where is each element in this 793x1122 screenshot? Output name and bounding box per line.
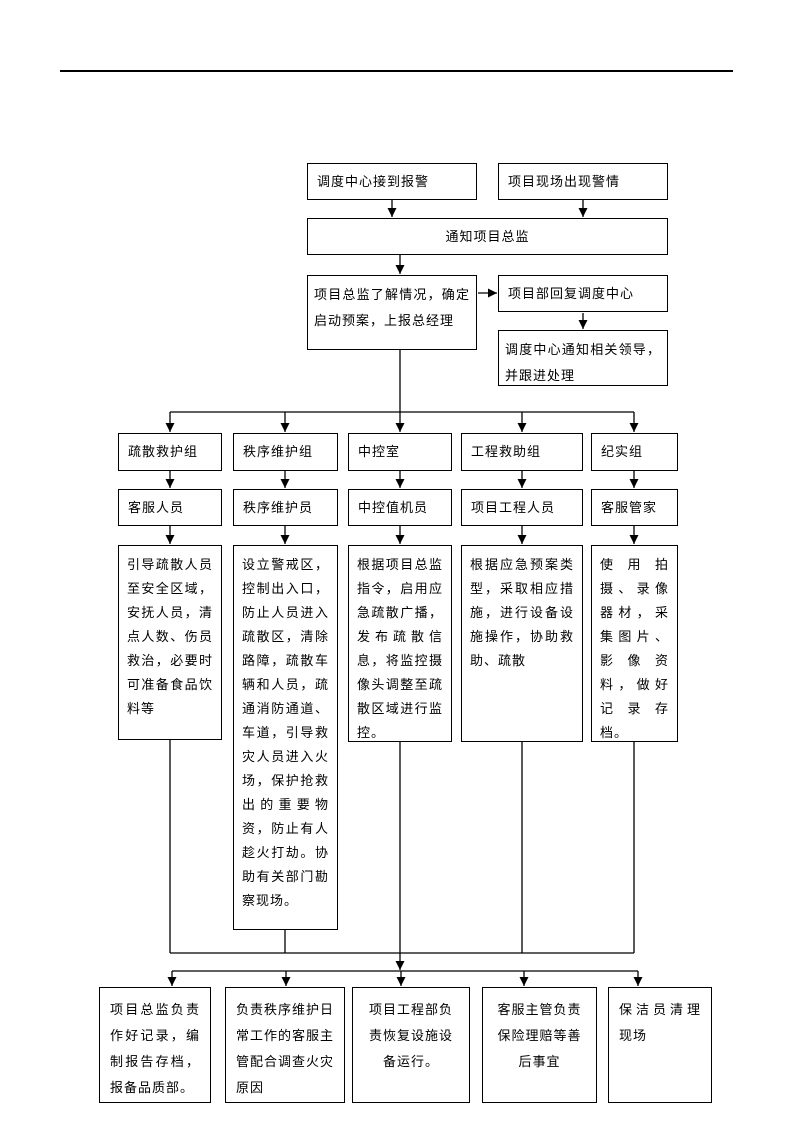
- node-label: 客服主管负责保险理赔等善后事宜: [497, 1002, 582, 1069]
- node-label: 疏散救护组: [128, 444, 199, 459]
- node-label: 根据应急预案类型，采取相应措施，进行设备设施操作，协助救助、疏散: [470, 557, 574, 668]
- node-label: 引导疏散人员至安全区域，安抚人员，清点人数、伤员救治，必要时可准备食品饮料等: [127, 557, 213, 716]
- node-dispatch-center-alarm: 调度中心接到报警: [307, 163, 477, 200]
- node-site-alarm: 项目现场出现警情: [498, 163, 668, 200]
- node-group-documentation: 纪实组: [591, 433, 678, 471]
- node-label: 负责秩序维护日常工作的客服主管配合调查火灾原因: [236, 1002, 335, 1095]
- node-role-control-operator: 中控值机员: [348, 489, 452, 526]
- node-dispatch-followup: 调度中心通知相关领导，并跟进处理: [498, 330, 668, 386]
- node-label: 客服管家: [601, 499, 658, 515]
- node-label: 项目总监了解情况，确定启动预案，上报总经理: [314, 287, 470, 328]
- node-label: 工程救助组: [471, 444, 542, 459]
- node-label: 秩序维护组: [243, 444, 314, 459]
- node-duty-documentation: 使用拍摄、录像器材，采集图片、影像资料，做好记录存档。: [591, 545, 678, 742]
- node-group-control-room: 中控室: [348, 433, 452, 471]
- node-director-assess: 项目总监了解情况，确定启动预案，上报总经理: [307, 275, 477, 350]
- node-notify-director: 通知项目总监: [307, 218, 668, 255]
- node-label: 根据项目总监指令，启用应急疏散广播，发布疏散信息，将监控摄像头调整至疏散区域进行…: [357, 557, 443, 740]
- node-reply-dispatch-center: 项目部回复调度中心: [498, 275, 668, 312]
- node-aftermath-insurance: 客服主管负责保险理赔等善后事宜: [482, 987, 597, 1103]
- node-aftermath-records: 项目总监负责作好记录，编制报告存档，报备品质部。: [99, 987, 211, 1103]
- node-label: 调度中心接到报警: [317, 173, 430, 189]
- node-role-service-butler: 客服管家: [591, 489, 678, 526]
- node-group-engineering-aid: 工程救助组: [461, 433, 583, 471]
- node-label: 纪实组: [601, 444, 644, 459]
- node-role-project-engineer: 项目工程人员: [461, 489, 583, 526]
- header-rule: [60, 70, 733, 72]
- node-label: 使用拍摄、录像器材，采集图片、影像资料，做好记录存档。: [600, 557, 669, 740]
- node-aftermath-investigation: 负责秩序维护日常工作的客服主管配合调查火灾原因: [225, 987, 345, 1103]
- node-label: 项目部回复调度中心: [508, 285, 635, 301]
- node-label: 中控室: [358, 444, 401, 459]
- node-label: 通知项目总监: [445, 228, 530, 244]
- node-group-evacuation-rescue: 疏散救护组: [118, 433, 222, 471]
- node-label: 设立警戒区，控制出入口，防止人员进入疏散区，清除路障，疏散车辆和人员，疏通消防通…: [242, 557, 329, 908]
- node-label: 中控值机员: [358, 499, 429, 515]
- node-label: 客服人员: [128, 499, 185, 515]
- node-label: 项目工程部负责恢复设施设备运行。: [368, 1002, 453, 1069]
- node-role-order-keeper: 秩序维护员: [233, 489, 338, 526]
- node-label: 项目现场出现警情: [508, 173, 621, 189]
- node-label: 项目工程人员: [471, 499, 556, 515]
- node-role-customer-service: 客服人员: [118, 489, 222, 526]
- node-duty-evacuation: 引导疏散人员至安全区域，安抚人员，清点人数、伤员救治，必要时可准备食品饮料等: [118, 545, 222, 740]
- node-aftermath-restore-equipment: 项目工程部负责恢复设施设备运行。: [352, 987, 470, 1103]
- node-label: 调度中心通知相关领导，并跟进处理: [505, 342, 661, 383]
- node-group-order-maintenance: 秩序维护组: [233, 433, 338, 471]
- node-duty-engineering: 根据应急预案类型，采取相应措施，进行设备设施操作，协助救助、疏散: [461, 545, 583, 742]
- node-label: 项目总监负责作好记录，编制报告存档，报备品质部。: [110, 1002, 200, 1095]
- node-duty-order: 设立警戒区，控制出入口，防止人员进入疏散区，清除路障，疏散车辆和人员，疏通消防通…: [233, 545, 338, 930]
- node-aftermath-cleanup: 保洁员清理现场: [608, 987, 712, 1103]
- node-label: 保洁员清理现场: [619, 1002, 701, 1043]
- node-label: 秩序维护员: [243, 499, 314, 515]
- node-duty-control-room: 根据项目总监指令，启用应急疏散广播，发布疏散信息，将监控摄像头调整至疏散区域进行…: [348, 545, 452, 742]
